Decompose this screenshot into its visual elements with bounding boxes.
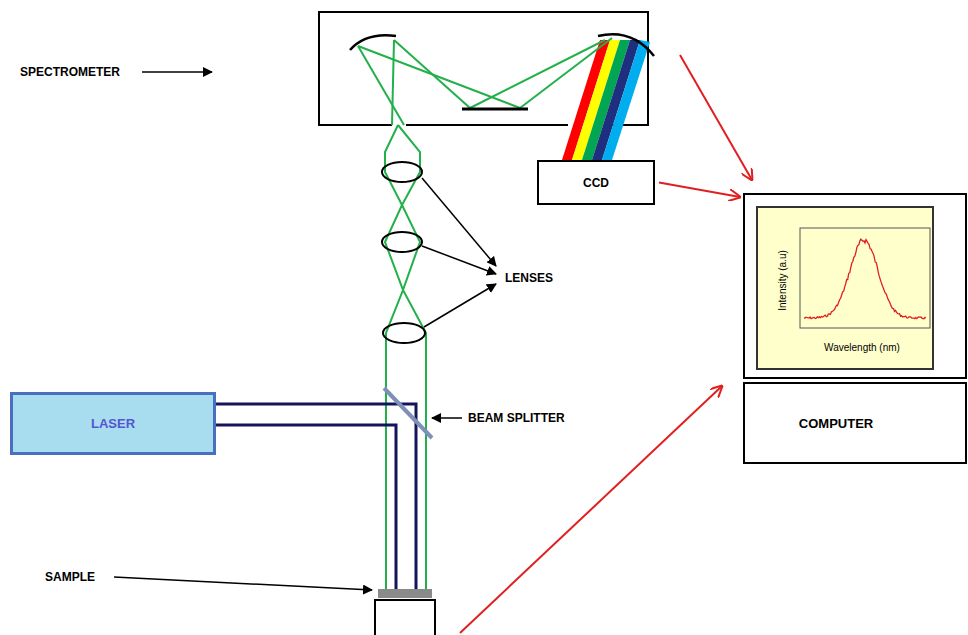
part-label: SAMPLE xyxy=(45,570,95,584)
spectrum-curve xyxy=(804,239,926,319)
node-label: CCD xyxy=(583,176,609,190)
laser-beam xyxy=(216,404,416,590)
laser-name: LASER xyxy=(91,416,135,431)
monitor-screen xyxy=(757,207,933,369)
grating xyxy=(462,108,528,111)
beam-splitter xyxy=(384,388,432,438)
collimating-mirror xyxy=(350,35,396,50)
computer-unit: COMPUTER xyxy=(742,193,968,465)
detector-box: CCD xyxy=(537,160,655,205)
axis-label: Wavelength (nm) xyxy=(824,342,900,353)
monitor-frame xyxy=(744,194,966,378)
leader-arrow xyxy=(114,72,496,590)
chart-axes xyxy=(800,228,930,328)
signal-arrow xyxy=(460,55,752,633)
computer-case xyxy=(744,383,966,463)
lens-symbol xyxy=(382,162,425,343)
computer-label-area: COMPUTER xyxy=(742,383,930,463)
laser-box: LASER xyxy=(10,392,216,455)
signal-arrow xyxy=(659,183,740,198)
part-label: BEAM SPLITTER xyxy=(468,411,565,425)
node-label: COMPUTER xyxy=(799,416,873,431)
sample-holder xyxy=(375,600,435,635)
spectrum-bands xyxy=(562,40,650,160)
part-label: LENSES xyxy=(505,271,553,285)
axis-label: Intensity (a.u) xyxy=(777,250,788,311)
sample-layer xyxy=(378,589,432,598)
part-label: SPECTROMETER xyxy=(20,65,120,79)
focusing-mirror xyxy=(598,34,654,56)
